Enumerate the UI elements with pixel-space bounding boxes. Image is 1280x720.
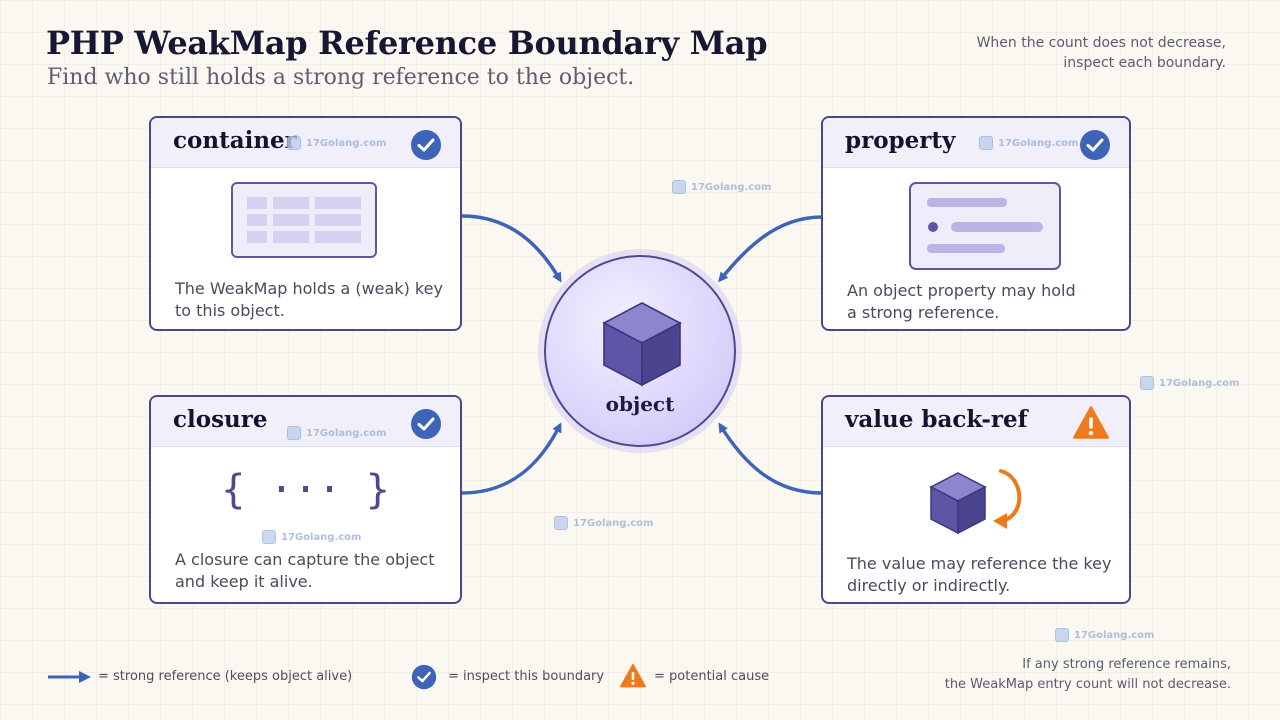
watermark: 17Golang.com: [262, 530, 361, 544]
watermark-logo-icon: [262, 530, 276, 544]
legend-strong-reference: = strong reference (keeps object alive): [98, 669, 353, 684]
arrow-value-backref: [718, 422, 823, 495]
page-subtitle: Find who still holds a strong reference …: [47, 65, 635, 90]
legend-potential-cause: = potential cause: [654, 669, 770, 684]
watermark-logo-icon: [554, 516, 568, 530]
desc-line: to this object.: [175, 301, 285, 320]
card-title: property: [845, 127, 956, 154]
card-header: value back-ref: [823, 397, 1129, 447]
watermark: 17Golang.com: [287, 426, 386, 440]
legend-inspect-boundary: = inspect this boundary: [448, 669, 605, 684]
desc-line: A closure can capture the object: [175, 550, 435, 569]
check-icon: [1080, 130, 1110, 160]
cube-icon: [602, 302, 682, 387]
desc-line: and keep it alive.: [175, 572, 313, 591]
card-header: closure: [151, 397, 460, 447]
card-description: The value may reference the key directly…: [847, 553, 1111, 597]
card-header: container: [151, 118, 460, 168]
watermark: 17Golang.com: [1055, 628, 1154, 642]
object-properties-icon: [909, 182, 1061, 270]
watermark: 17Golang.com: [979, 136, 1078, 150]
watermark: 17Golang.com: [1140, 376, 1239, 390]
card-property: property An object property may hold a s…: [821, 116, 1131, 331]
card-title: value back-ref: [845, 406, 1028, 433]
watermark-logo-icon: [1140, 376, 1154, 390]
card-description: An object property may hold a strong ref…: [847, 280, 1076, 324]
warning-icon: [1073, 406, 1109, 439]
legend-check-icon: [411, 664, 437, 690]
arrow-closure: [461, 422, 562, 495]
card-description: A closure can capture the object and kee…: [175, 549, 435, 593]
watermark: 17Golang.com: [287, 136, 386, 150]
desc-line: directly or indirectly.: [847, 576, 1011, 595]
arrow-property: [718, 215, 823, 283]
desc-line: An object property may hold: [847, 281, 1076, 300]
watermark-logo-icon: [672, 180, 686, 194]
watermark: 17Golang.com: [672, 180, 771, 194]
note-line: If any strong reference remains,: [1022, 657, 1231, 672]
top-right-note: When the count does not decrease, inspec…: [906, 33, 1226, 73]
watermark-logo-icon: [287, 136, 301, 150]
closure-braces-icon: { ··· }: [221, 467, 390, 513]
desc-line: a strong reference.: [847, 303, 1000, 322]
watermark-logo-icon: [287, 426, 301, 440]
legend-warning-icon: [620, 663, 646, 688]
card-title: container: [173, 127, 297, 154]
bottom-right-note: If any strong reference remains, the Wea…: [911, 655, 1231, 695]
watermark-logo-icon: [979, 136, 993, 150]
arrow-container: [461, 214, 562, 283]
card-value-backref: value back-ref The value may reference t…: [821, 395, 1131, 604]
watermark: 17Golang.com: [554, 516, 653, 530]
note-line: When the count does not decrease,: [976, 35, 1226, 51]
page-title: PHP WeakMap Reference Boundary Map: [46, 24, 768, 62]
table-grid-icon: [231, 182, 377, 258]
check-icon: [411, 130, 441, 160]
desc-line: The WeakMap holds a (weak) key: [175, 279, 443, 298]
check-icon: [411, 409, 441, 439]
card-description: The WeakMap holds a (weak) key to this o…: [175, 278, 443, 322]
object-label: object: [605, 392, 675, 416]
legend-arrow-icon: [48, 671, 91, 683]
card-title: closure: [173, 406, 268, 433]
card-closure: closure { ··· } A closure can capture th…: [149, 395, 462, 604]
watermark-logo-icon: [1055, 628, 1069, 642]
note-line: the WeakMap entry count will not decreas…: [944, 677, 1231, 692]
card-header: property: [823, 118, 1129, 168]
desc-line: The value may reference the key: [847, 554, 1112, 573]
cube-backref-icon: [929, 469, 1022, 535]
object-node: object: [544, 255, 736, 447]
card-container: container The WeakMap holds a (weak) key…: [149, 116, 462, 331]
note-line: inspect each boundary.: [1063, 55, 1226, 71]
